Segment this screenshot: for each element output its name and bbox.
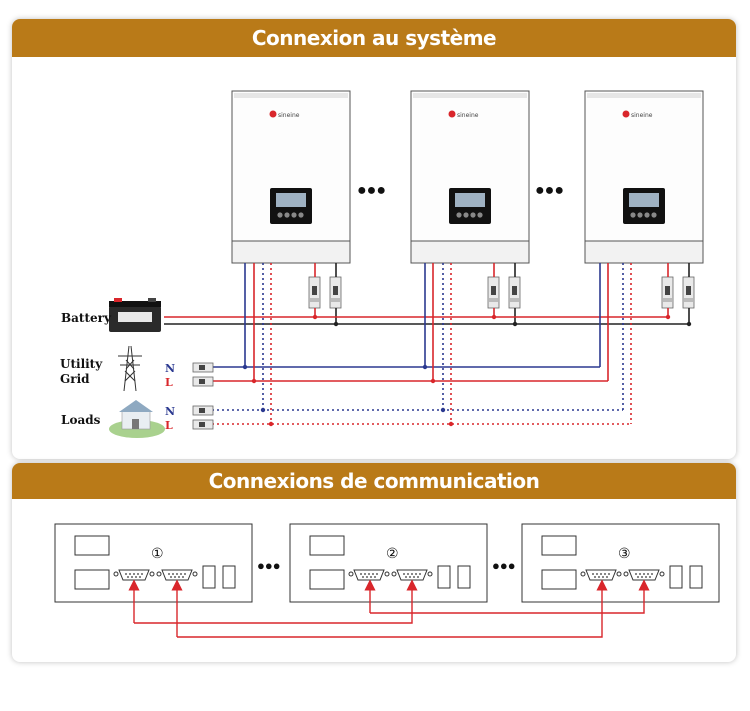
grid-n-label: N	[165, 362, 175, 375]
comm-unit-2	[289, 523, 488, 603]
battery-breaker-3a	[661, 276, 674, 309]
load-breaker-l	[192, 419, 214, 430]
battery-breaker-3b	[682, 276, 695, 309]
inverter-2-logo: sineine	[457, 112, 479, 119]
communication-title: Connexions de communication	[12, 463, 736, 499]
load-l-label: L	[165, 419, 173, 432]
battery-icon	[109, 298, 161, 332]
load-n-label: N	[165, 405, 175, 418]
inverter-3: sineine	[584, 90, 704, 264]
comm-unit-3	[521, 523, 720, 603]
comm-ellipsis-1: ●●●	[257, 558, 281, 573]
inverter-ellipsis-1: ●●●	[357, 182, 386, 199]
unit-1-number: ①	[151, 545, 164, 561]
battery-breaker-2a	[487, 276, 500, 309]
house-icon	[109, 400, 165, 438]
grid-breaker-n	[192, 362, 214, 373]
grid-label: Grid	[60, 372, 90, 386]
battery-breaker-2b	[508, 276, 521, 309]
inverter-1: sineine	[231, 90, 351, 264]
comm-unit-1	[54, 523, 253, 603]
system-wiring-diagram: sineine sineine sineine ●●● ●●●	[60, 90, 704, 438]
pylon-icon	[118, 345, 142, 392]
grid-breaker-l	[192, 376, 214, 387]
battery-breaker-1a	[308, 276, 321, 309]
communication-panel: Connexions de communication	[12, 463, 736, 662]
inverter-ellipsis-2: ●●●	[535, 182, 564, 199]
loads-label: Loads	[61, 413, 101, 427]
communication-diagram: ① ② ③ ●●● ●●●	[54, 523, 720, 638]
utility-label: Utility	[60, 357, 103, 371]
system-connection-panel: Connexion au système	[12, 19, 736, 459]
grid-l-label: L	[165, 376, 173, 389]
comm-ellipsis-2: ●●●	[492, 558, 516, 573]
unit-3-number: ③	[618, 545, 631, 561]
battery-breaker-1b	[329, 276, 342, 309]
inverter-3-logo: sineine	[631, 112, 653, 119]
unit-2-number: ②	[386, 545, 399, 561]
battery-label: Battery	[61, 311, 112, 325]
load-breaker-n	[192, 405, 214, 416]
system-connection-title: Connexion au système	[12, 19, 736, 57]
inverter-2: sineine	[410, 90, 530, 264]
inverter-1-logo: sineine	[278, 112, 300, 119]
